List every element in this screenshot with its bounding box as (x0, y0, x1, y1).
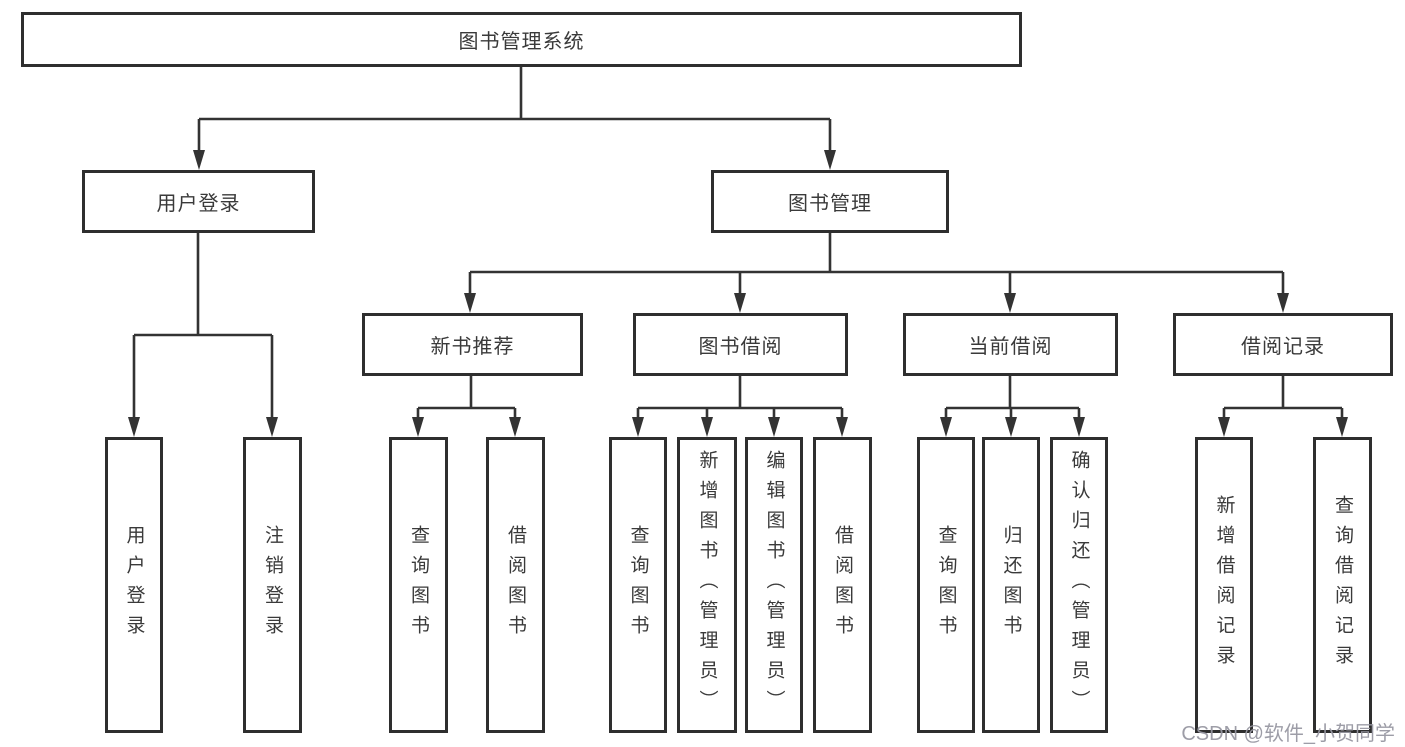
leaf-borrow-books-label: 借阅图书 (832, 525, 853, 645)
node-book-borrowing-label: 图书借阅 (698, 336, 783, 358)
leaf-logout-label: 注销登录 (262, 525, 283, 645)
leaf-add-borrow-record-label: 新增借阅记录 (1213, 495, 1235, 675)
leaf-query-books-borrowing: 查询图书 (609, 437, 667, 733)
leaf-add-borrow-record: 新增借阅记录 (1195, 437, 1253, 733)
leaf-return-books: 归还图书 (982, 437, 1040, 733)
leaf-query-books-recommend: 查询图书 (389, 437, 448, 733)
leaf-add-books-admin-label: 新增图书（管理员） (696, 450, 718, 720)
node-root-label: 图书管理系统 (458, 31, 585, 53)
leaf-edit-books-admin: 编辑图书（管理员） (745, 437, 803, 733)
leaf-query-borrow-record: 查询借阅记录 (1313, 437, 1372, 733)
arrowhead-icons (128, 150, 1348, 437)
node-book-management-label: 图书管理 (788, 193, 872, 215)
node-book-borrowing: 图书借阅 (633, 313, 848, 376)
node-user-login-label: 用户登录 (156, 193, 241, 215)
leaf-user-login: 用户登录 (105, 437, 163, 733)
leaf-query-books-borrowing-label: 查询图书 (627, 525, 649, 645)
leaf-confirm-return-admin: 确认归还（管理员） (1050, 437, 1108, 733)
node-new-book-recommend: 新书推荐 (362, 313, 583, 376)
leaf-confirm-return-admin-label: 确认归还（管理员） (1068, 450, 1090, 720)
node-root: 图书管理系统 (21, 12, 1022, 67)
node-user-login: 用户登录 (82, 170, 315, 233)
node-borrowing-records: 借阅记录 (1173, 313, 1393, 376)
leaf-logout: 注销登录 (243, 437, 302, 733)
leaf-return-books-label: 归还图书 (1000, 525, 1022, 645)
leaf-borrow-books-recommend: 借阅图书 (486, 437, 545, 733)
leaf-borrow-books-recommend-label: 借阅图书 (505, 525, 526, 645)
leaf-query-books-current: 查询图书 (917, 437, 975, 733)
leaf-borrow-books: 借阅图书 (813, 437, 872, 733)
leaf-user-login-label: 用户登录 (123, 525, 145, 645)
leaf-edit-books-admin-label: 编辑图书（管理员） (763, 450, 785, 720)
node-new-book-recommend-label: 新书推荐 (430, 336, 515, 358)
node-current-borrowing-label: 当前借阅 (968, 336, 1053, 358)
leaf-query-books-current-label: 查询图书 (935, 525, 957, 645)
node-current-borrowing: 当前借阅 (903, 313, 1118, 376)
node-borrowing-records-label: 借阅记录 (1241, 336, 1325, 358)
leaf-add-books-admin: 新增图书（管理员） (677, 437, 737, 733)
leaf-query-books-recommend-label: 查询图书 (408, 525, 429, 645)
leaf-query-borrow-record-label: 查询借阅记录 (1332, 495, 1353, 675)
watermark: CSDN @软件_小贺同学 (1181, 723, 1395, 745)
node-book-management: 图书管理 (711, 170, 949, 233)
